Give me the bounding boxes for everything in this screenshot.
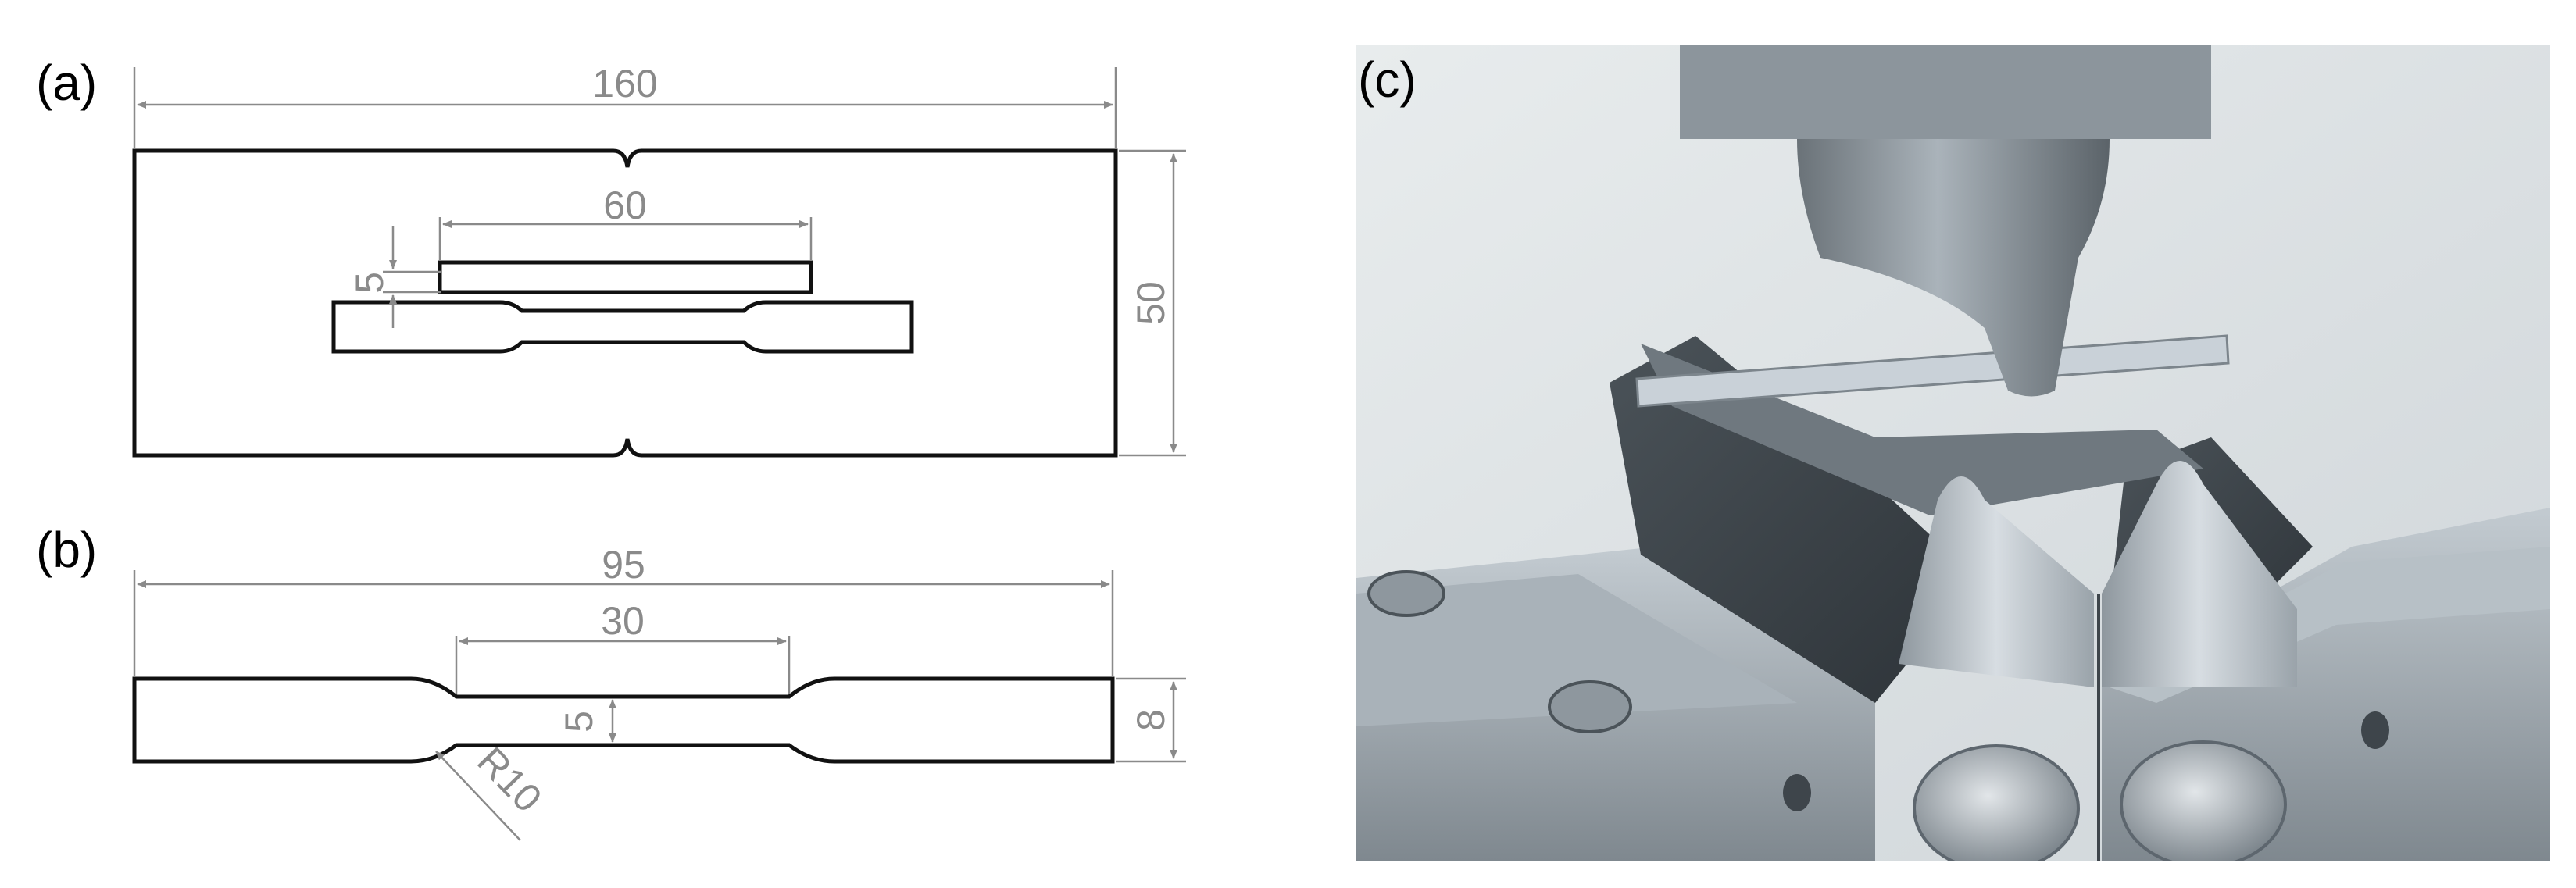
panel-a: (a) 160 50 60 5 bbox=[36, 55, 1186, 458]
panel-b-label: (b) bbox=[36, 522, 97, 578]
embedded-specimen bbox=[331, 300, 914, 354]
dim-fillet-radius: R10 bbox=[469, 739, 550, 821]
panel-a-label: (a) bbox=[36, 55, 97, 111]
impact-fixture-photo bbox=[1356, 45, 2550, 861]
tensile-specimen bbox=[132, 676, 1115, 764]
dim-gauge-width: 5 bbox=[557, 711, 601, 733]
support-wedge-left bbox=[1610, 336, 1977, 703]
knob-right bbox=[2120, 740, 2287, 861]
dim-gauge-length: 30 bbox=[601, 599, 645, 643]
anvil-right bbox=[2102, 461, 2297, 687]
panel-c-label: (c) bbox=[1358, 52, 1417, 108]
dim-overall-height: 50 bbox=[1129, 281, 1173, 325]
panel-b: (b) 95 30 5 8 R10 bbox=[36, 522, 1186, 841]
anvil-left bbox=[1899, 476, 2094, 687]
striker-top bbox=[1680, 45, 2211, 139]
dim-b-overall-length: 95 bbox=[602, 543, 645, 587]
dim-slot-gap: 5 bbox=[348, 272, 391, 294]
knob-left bbox=[1913, 744, 2080, 861]
screw-hole bbox=[1367, 570, 1445, 617]
dim-slot-length: 60 bbox=[603, 184, 647, 227]
panel-c: (c) bbox=[1356, 45, 2550, 861]
dim-grip-width: 8 bbox=[1129, 709, 1173, 731]
base-block-top-left bbox=[1356, 574, 1797, 726]
plate-outline bbox=[132, 148, 1118, 458]
screw-hole bbox=[1783, 774, 1811, 811]
screw-hole bbox=[2361, 711, 2389, 749]
dim-fillet-leader bbox=[435, 751, 521, 841]
screw-hole bbox=[1548, 680, 1632, 733]
anvil-slope bbox=[1641, 344, 2203, 515]
slot-upper bbox=[438, 260, 813, 294]
striker-edge bbox=[1797, 139, 2110, 397]
dim-overall-length: 160 bbox=[592, 62, 657, 105]
